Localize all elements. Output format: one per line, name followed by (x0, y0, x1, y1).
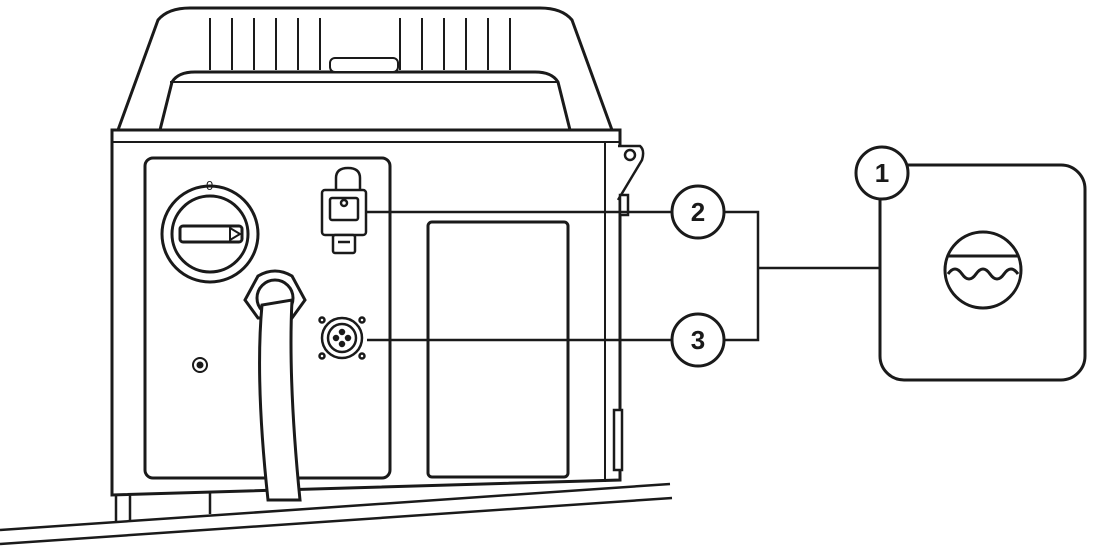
side-lug (612, 144, 645, 472)
callout-2: 2 (670, 184, 726, 240)
leader-lines (367, 200, 883, 342)
panel-screw (192, 357, 208, 373)
switch-on-label: I (256, 228, 260, 243)
callout-3-label: 3 (691, 325, 705, 355)
handle-grip-ribs (209, 18, 511, 73)
callout-3: 3 (670, 312, 726, 368)
switch-off-label: 0 (206, 178, 213, 193)
callout-1-label: 1 (875, 158, 889, 188)
callout-1: 1 (854, 145, 910, 201)
blank-window (426, 220, 570, 479)
floor-lines (0, 482, 673, 546)
water-level-icon (943, 230, 1023, 310)
hose (258, 298, 302, 502)
connector-plug[interactable] (320, 166, 368, 255)
callout-2-label: 2 (691, 197, 705, 227)
connector-round[interactable] (318, 316, 366, 360)
power-switch[interactable] (160, 184, 260, 284)
